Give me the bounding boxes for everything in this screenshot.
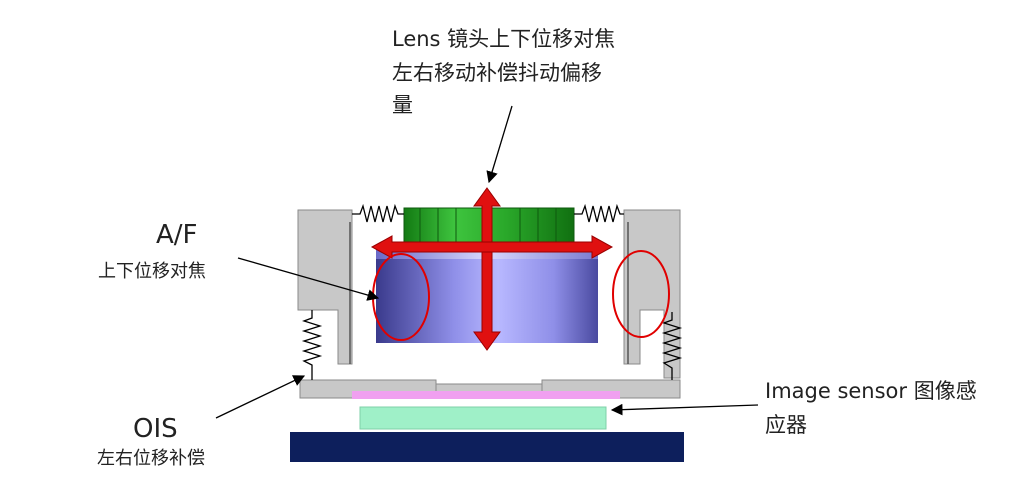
spring-top-left (352, 203, 404, 223)
ois-description: 左右位移补偿 (97, 448, 205, 469)
housing-left (297, 209, 353, 365)
highlight-ellipse-right (612, 250, 670, 338)
pointer-sensor-arrow (610, 403, 759, 416)
pointer-ois-arrow (215, 375, 306, 419)
af-description: 上下位移对焦 (98, 261, 206, 282)
pointer-lens-arrow (486, 105, 513, 184)
sensor-label-line1: Image sensor 图像感 (765, 379, 977, 403)
af-title: A/F (156, 220, 198, 250)
lens-label-line3: 量 (392, 93, 413, 117)
ois-title: OIS (133, 414, 178, 444)
sensor-label-line2: 应器 (765, 413, 807, 437)
motion-cross-arrow (370, 187, 614, 351)
housing-right (623, 209, 681, 379)
pink-film (352, 391, 620, 399)
spring-top-right (574, 203, 624, 223)
pointer-af-arrow (237, 257, 380, 301)
lens-label-line1: Lens 镜头上下位移对焦 (392, 27, 615, 51)
image-sensor (359, 406, 607, 430)
lens-label-line2: 左右移动补偿抖动偏移 (392, 61, 602, 85)
vertical-motion-arrow (473, 187, 501, 351)
lens-top-ribs (419, 208, 557, 246)
spring-right (661, 312, 683, 380)
substrate-board (290, 432, 684, 462)
spring-left (301, 310, 323, 380)
horizontal-motion-arrow (370, 235, 614, 259)
